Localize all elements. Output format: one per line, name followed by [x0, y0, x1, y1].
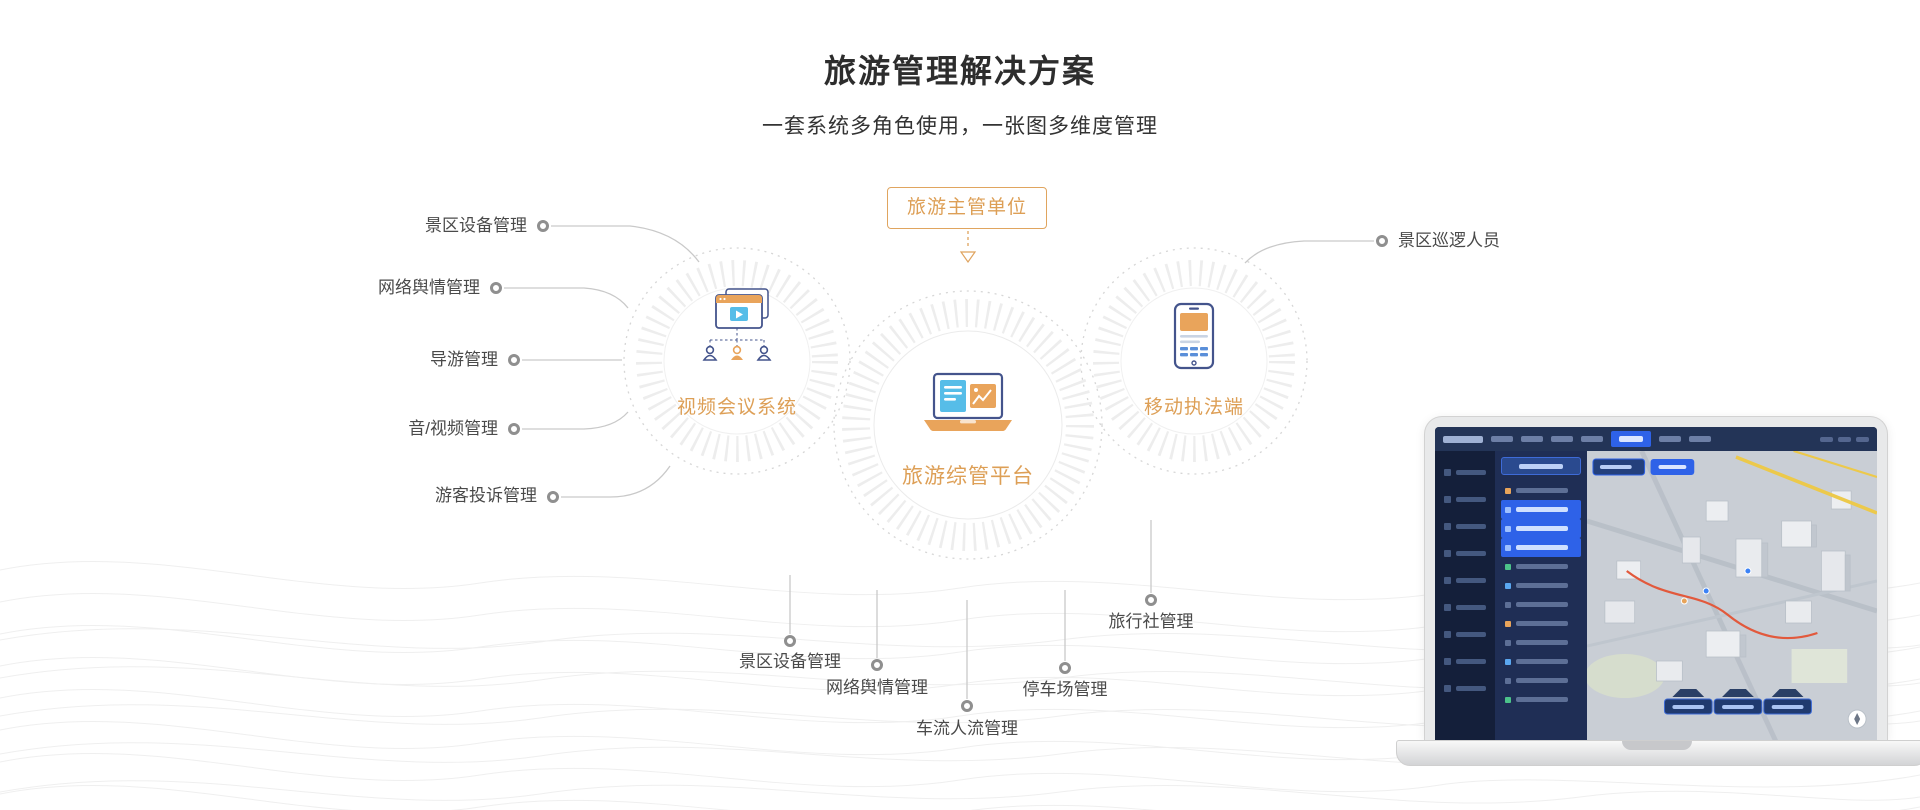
- mockup-nav-item-active: [1611, 431, 1651, 447]
- mobile-enforcement-phone-icon: [1170, 302, 1218, 372]
- bottom-label-traffic-flow-mgmt: 车流人流管理: [916, 719, 1018, 738]
- mockup-list-item: [1501, 595, 1581, 614]
- mockup-body: [1435, 451, 1877, 741]
- mockup-logo: [1443, 435, 1483, 443]
- mockup-list-item: [1501, 481, 1581, 500]
- mockup-menu-item: [1444, 594, 1495, 621]
- page-subtitle: 一套系统多角色使用，一张图多维度管理: [762, 115, 1158, 138]
- mockup-list-item: [1501, 614, 1581, 633]
- mockup-list-item: [1501, 557, 1581, 576]
- mockup-nav-item: [1659, 436, 1681, 442]
- mockup-menu-item: [1444, 486, 1495, 513]
- node-label-video-conference: 视频会议系统: [676, 397, 797, 418]
- mockup-list-item-selected: [1501, 538, 1581, 557]
- mockup-menu-item: [1444, 621, 1495, 648]
- mockup-list-item: [1501, 576, 1581, 595]
- bottom-label-device-mgmt: 景区设备管理: [739, 652, 841, 671]
- left-label-complaint-mgmt: 游客投诉管理: [435, 486, 537, 505]
- mockup-list-item: [1501, 652, 1581, 671]
- mockup-menu-item: [1444, 513, 1495, 540]
- mockup-panel-button: [1501, 457, 1581, 475]
- mockup-dashboard-screen: [1435, 427, 1877, 741]
- left-label-device-mgmt: 景区设备管理: [425, 216, 527, 235]
- laptop-base: [1396, 740, 1920, 766]
- right-label-patrol-staff: 景区巡逻人员: [1398, 231, 1500, 250]
- mockup-topbar-actions: [1820, 436, 1869, 442]
- mockup-nav-item: [1581, 436, 1603, 442]
- mockup-nav-item-active-label: [1619, 436, 1643, 442]
- node-label-mobile-enforcement: 移动执法端: [1143, 397, 1244, 418]
- mockup-list-item-selected: [1501, 500, 1581, 519]
- mockup-topbar-action: [1820, 436, 1833, 442]
- mockup-list-item: [1501, 671, 1581, 690]
- laptop-screen-bezel: [1424, 416, 1888, 741]
- connector-lines: [504, 225, 1374, 699]
- mockup-topbar-action: [1838, 436, 1851, 442]
- mockup-map-area: [1587, 451, 1877, 741]
- mockup-nav-item: [1551, 436, 1573, 442]
- left-label-guide-mgmt: 导游管理: [430, 350, 498, 369]
- top-box-arrow: [959, 231, 977, 264]
- laptop-base-notch: [1622, 741, 1692, 750]
- bottom-label-travel-agency-mgmt: 旅行社管理: [1108, 612, 1194, 631]
- mockup-nav-item: [1521, 436, 1543, 442]
- mockup-nav-item: [1689, 436, 1711, 442]
- node-label-platform: 旅游综管平台: [902, 465, 1034, 488]
- left-label-opinion-mgmt: 网络舆情管理: [378, 278, 480, 297]
- mockup-3d-map-graphic: [1587, 451, 1877, 741]
- mockup-menu-item: [1444, 567, 1495, 594]
- mockup-menu-item: [1444, 675, 1495, 702]
- mockup-menu-item: [1444, 459, 1495, 486]
- tourism-authority-box: 旅游主管单位: [887, 187, 1047, 229]
- mockup-nav-item: [1491, 436, 1513, 442]
- mockup-map-toolbar: [1663, 689, 1812, 715]
- management-platform-laptop-icon: [920, 372, 1016, 438]
- connector-dots: [490, 220, 1388, 712]
- node-ring-video-conference: [623, 247, 851, 475]
- bottom-label-opinion-mgmt: 网络舆情管理: [826, 678, 928, 697]
- mockup-menu-item: [1444, 540, 1495, 567]
- page-title: 旅游管理解决方案: [823, 53, 1096, 89]
- left-label-av-mgmt: 音/视频管理: [408, 419, 498, 438]
- bottom-label-parking-mgmt: 停车场管理: [1022, 680, 1108, 699]
- mockup-list-panel: [1495, 451, 1587, 741]
- mockup-menu-item: [1444, 648, 1495, 675]
- mockup-topbar-action: [1856, 436, 1869, 442]
- mockup-top-nav: [1435, 427, 1877, 451]
- mockup-list-item: [1501, 690, 1581, 709]
- video-conference-icon: [692, 288, 782, 368]
- mockup-list-item-selected: [1501, 519, 1581, 538]
- tourism-authority-label: 旅游主管单位: [906, 197, 1027, 218]
- mockup-sidebar: [1435, 451, 1495, 741]
- mockup-list-item: [1501, 633, 1581, 652]
